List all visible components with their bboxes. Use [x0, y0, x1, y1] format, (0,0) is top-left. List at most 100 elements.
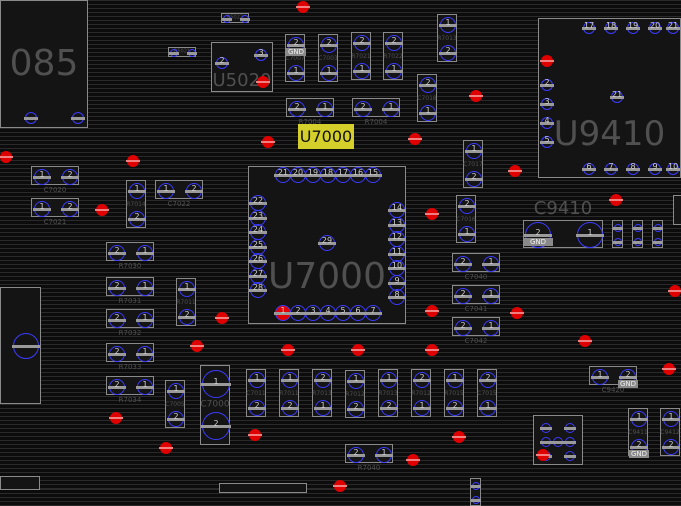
pad[interactable]: 1 — [136, 244, 154, 261]
pad[interactable]: 17 — [334, 167, 352, 183]
pad[interactable] — [540, 423, 552, 433]
pad[interactable]: 8 — [388, 289, 406, 305]
pad[interactable]: 2 — [454, 287, 472, 304]
pad[interactable]: 10 — [666, 163, 680, 175]
pad[interactable]: 1 — [662, 411, 680, 427]
pad[interactable]: 1 — [419, 105, 437, 121]
pad[interactable]: 14 — [388, 202, 406, 218]
test-point[interactable] — [351, 344, 365, 356]
component-r5022[interactable]: R5022 — [221, 13, 250, 23]
test-point[interactable] — [256, 76, 270, 88]
test-point[interactable] — [333, 480, 347, 492]
pad[interactable]: 2 — [61, 200, 79, 217]
pad[interactable]: 2 — [108, 279, 126, 296]
pad[interactable] — [222, 15, 232, 23]
test-point[interactable] — [406, 454, 420, 466]
pad[interactable]: 1 — [347, 373, 365, 389]
pad[interactable]: 2 — [288, 100, 306, 117]
component-085[interactable]: 085 — [0, 0, 88, 128]
test-point[interactable] — [609, 194, 623, 206]
pad[interactable] — [613, 224, 623, 232]
component[interactable] — [673, 195, 681, 225]
pad[interactable]: 1 — [446, 372, 464, 388]
pad[interactable]: 1 — [482, 319, 500, 336]
test-point[interactable] — [281, 344, 295, 356]
pad[interactable]: 2 — [454, 255, 472, 272]
test-point[interactable] — [159, 442, 173, 454]
pad[interactable] — [169, 49, 179, 57]
pad[interactable] — [240, 15, 250, 23]
pad[interactable]: 2 — [108, 311, 126, 328]
pad[interactable]: 1 — [33, 200, 51, 217]
pad[interactable]: 2 — [540, 79, 554, 91]
component[interactable] — [612, 220, 623, 248]
test-point[interactable] — [540, 55, 554, 67]
pad[interactable]: 10 — [388, 260, 406, 276]
pad[interactable]: 2 — [178, 309, 196, 325]
pad[interactable]: 1 — [320, 65, 338, 81]
pad[interactable]: 2 — [281, 400, 299, 416]
pad[interactable]: 1 — [157, 182, 175, 199]
pad[interactable]: 1 — [314, 400, 332, 416]
pad[interactable]: 1 — [287, 65, 305, 81]
pad[interactable]: 2 — [108, 378, 126, 395]
pad[interactable]: 1 — [576, 222, 604, 248]
test-point[interactable] — [578, 335, 592, 347]
pad[interactable]: 20 — [289, 167, 307, 183]
test-point[interactable] — [126, 155, 140, 167]
pad[interactable] — [187, 49, 197, 57]
component-partial[interactable] — [0, 287, 41, 404]
pad[interactable]: 1 — [375, 446, 393, 463]
pad[interactable]: 1 — [439, 17, 457, 33]
pad[interactable]: 2 — [446, 400, 464, 416]
pad[interactable]: 1 — [380, 372, 398, 388]
pad[interactable]: 1 — [136, 311, 154, 328]
component[interactable] — [470, 478, 481, 506]
test-point[interactable] — [425, 208, 439, 220]
pad[interactable]: 1 — [482, 287, 500, 304]
pad[interactable]: 1 — [167, 383, 185, 399]
test-point[interactable] — [425, 305, 439, 317]
pad[interactable]: 2 — [439, 45, 457, 61]
pad[interactable]: 1 — [385, 63, 403, 79]
pad[interactable]: 2 — [354, 100, 372, 117]
pad[interactable]: 1 — [128, 183, 146, 199]
pad[interactable]: 1 — [479, 400, 497, 416]
pad[interactable] — [613, 238, 623, 246]
pad[interactable]: 19 — [626, 22, 640, 34]
pad[interactable] — [633, 238, 643, 246]
pad[interactable]: 12 — [388, 231, 406, 247]
test-point[interactable] — [536, 449, 550, 461]
pad[interactable]: 8 — [626, 163, 640, 175]
pad[interactable]: 17 — [582, 22, 596, 34]
pad[interactable]: 2 — [215, 57, 229, 69]
pad[interactable]: 1 — [201, 370, 231, 398]
component-r5021[interactable]: R5021 — [168, 47, 197, 57]
pad[interactable]: 9 — [648, 163, 662, 175]
component[interactable] — [652, 220, 663, 248]
pad[interactable] — [564, 451, 576, 461]
pad[interactable]: 3 — [254, 49, 268, 61]
test-point[interactable] — [0, 151, 13, 163]
pad[interactable]: 2 — [465, 171, 483, 187]
